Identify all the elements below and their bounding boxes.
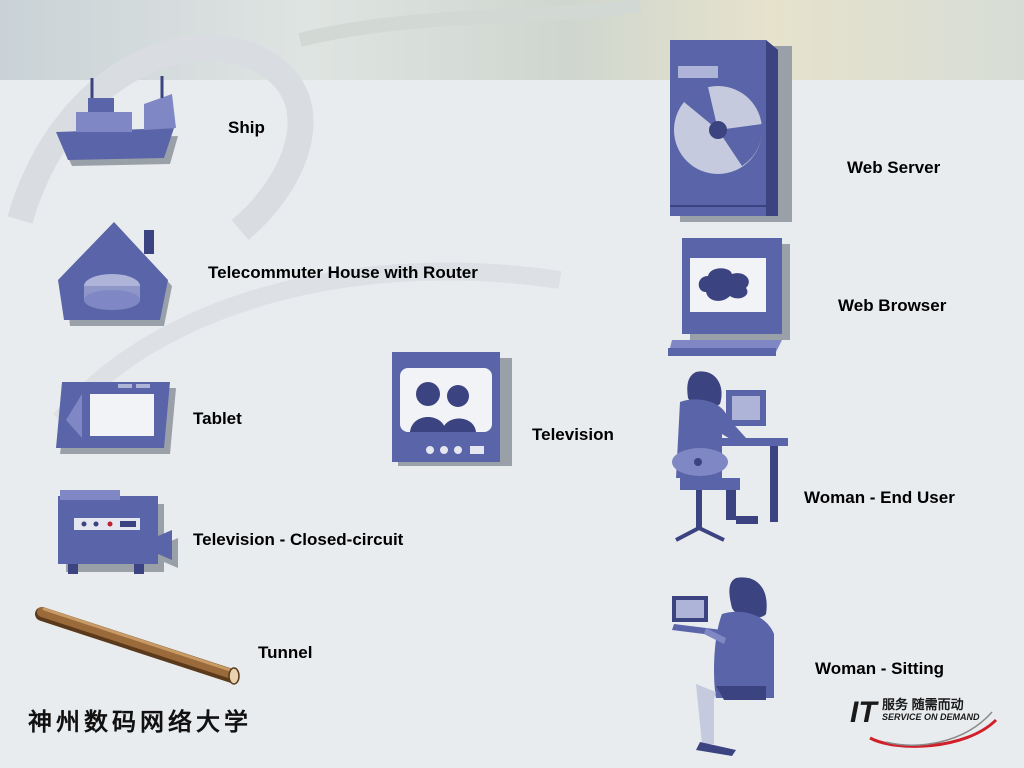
it-service-logo: IT 服务 随需而动 SERVICE ON DEMAND — [846, 690, 1006, 750]
web-browser-label: Web Browser — [838, 296, 947, 315]
tunnel-label: Tunnel — [258, 643, 313, 662]
house-router-icon — [58, 222, 172, 326]
ship-label: Ship — [228, 118, 265, 137]
woman-sitting-icon — [672, 577, 774, 756]
logo-it-text: IT — [850, 696, 877, 729]
logo-en-text: SERVICE ON DEMAND — [882, 712, 980, 722]
woman-sitting-label: Woman - Sitting — [815, 659, 945, 678]
web-server-icon — [670, 40, 792, 222]
television-icon — [392, 352, 512, 466]
web-server-label: Web Server — [847, 158, 941, 177]
tablet-icon — [56, 382, 176, 454]
university-footer-text: 神州数码网络大学 — [28, 707, 252, 736]
tablet-label: Tablet — [193, 409, 242, 428]
television-label: Television — [532, 425, 614, 444]
ship-icon — [56, 76, 178, 166]
logo-cn-text: 服务 随需而动 — [882, 697, 964, 712]
woman-end-user-icon — [672, 371, 788, 542]
logo-swoosh-icon — [869, 711, 998, 748]
tunnel-icon — [35, 607, 240, 685]
cctv-camera-icon — [58, 490, 178, 574]
woman-end-user-label: Woman - End User — [804, 488, 955, 507]
telecommuter-house-label: Telecommuter House with Router — [208, 263, 478, 282]
web-browser-icon — [668, 238, 790, 356]
tv-closed-circuit-label: Television - Closed-circuit — [193, 530, 404, 549]
